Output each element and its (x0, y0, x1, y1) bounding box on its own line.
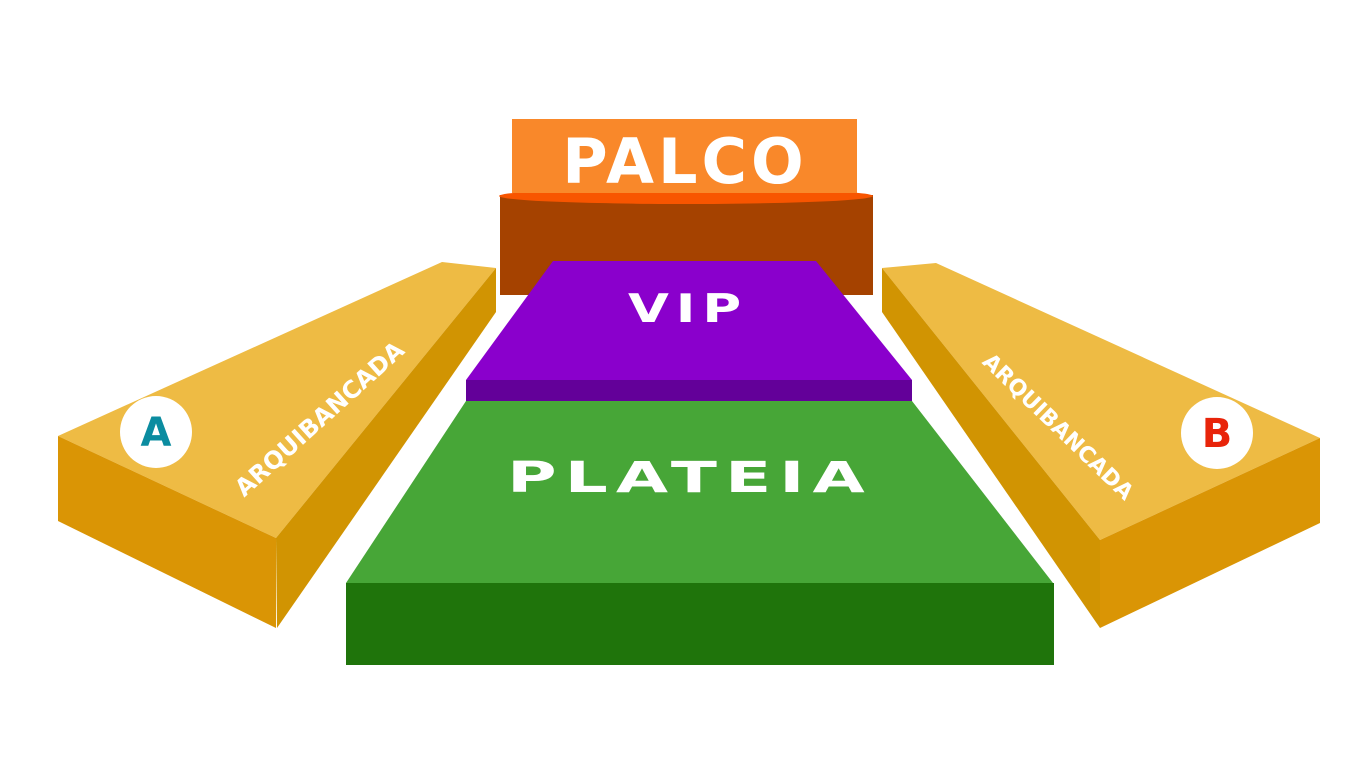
vip-section[interactable]: VIP (466, 261, 912, 401)
stage-sign (512, 119, 857, 193)
stand-a-side (276, 268, 496, 628)
stand-b-top (882, 263, 1320, 540)
stand-a-badge-letter: A (141, 410, 172, 456)
vip-label: VIP (628, 286, 748, 331)
stand-a-badge (120, 396, 192, 468)
stand-b-front (1100, 438, 1320, 628)
plateia-label: PLATEIA (507, 454, 873, 503)
stand-a[interactable]: A ARQUIBANCADA (58, 262, 496, 628)
stage-label: PALCO (562, 125, 807, 198)
stand-b-side (882, 268, 1100, 628)
plateia-top (346, 401, 1053, 583)
stand-a-front (58, 436, 276, 628)
plateia-front (346, 583, 1054, 665)
stand-a-top (58, 262, 496, 538)
stand-b[interactable]: B ARQUIBANCADA (882, 263, 1320, 628)
stand-b-badge-letter: B (1202, 411, 1233, 457)
vip-top (466, 261, 912, 380)
stand-b-badge (1181, 397, 1253, 469)
vip-front (466, 380, 912, 401)
plateia-section[interactable]: PLATEIA (346, 401, 1054, 665)
